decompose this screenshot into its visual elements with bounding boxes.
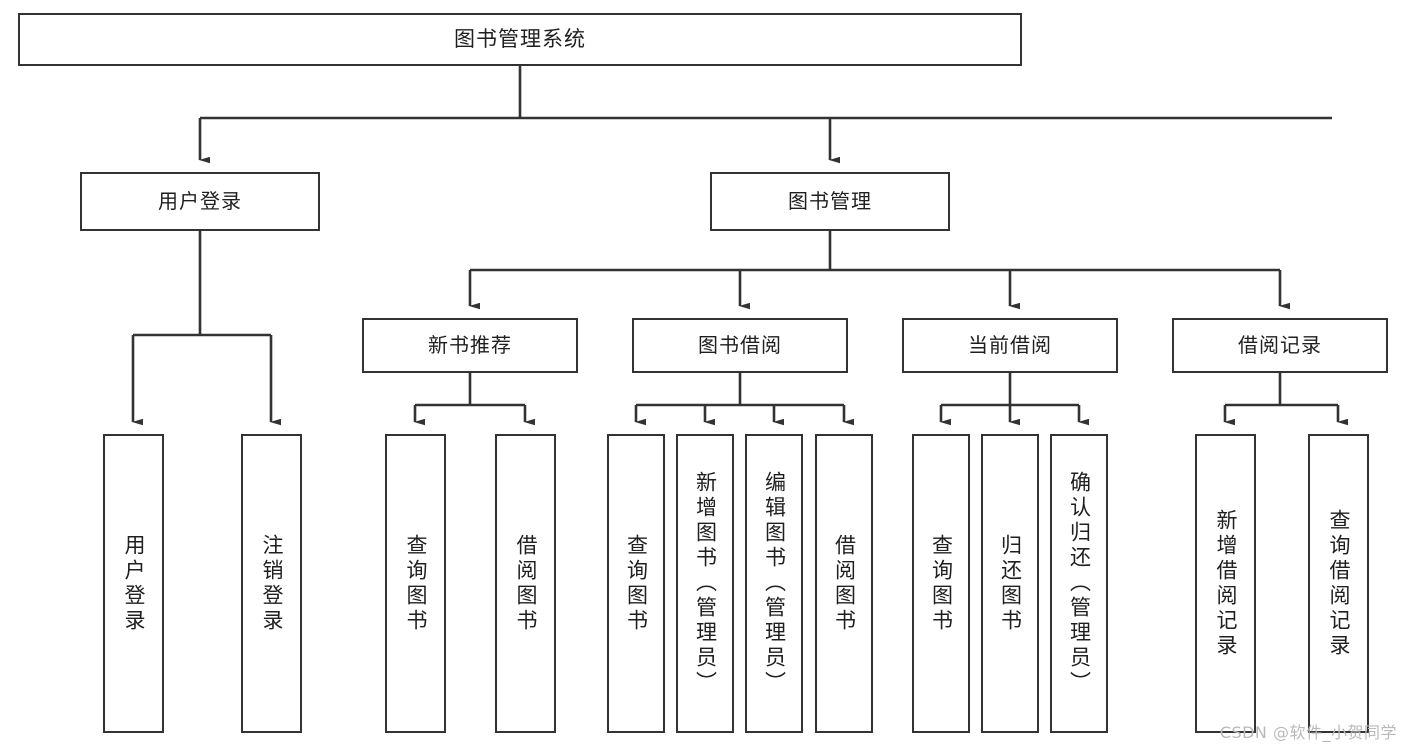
leaf-label: 注销登录 [260, 533, 284, 634]
leaf-label: 查询图书 [624, 533, 649, 634]
leaf-current-confirm-return-admin[interactable]: 确认归还（管理员） [1050, 434, 1108, 733]
leaf-borrow-borrow-book[interactable]: 借阅图书 [815, 434, 873, 733]
leaf-user-login-login[interactable]: 用户登录 [103, 434, 164, 733]
node-current-borrow[interactable]: 当前借阅 [902, 318, 1118, 373]
leaf-new-book-query[interactable]: 查询图书 [385, 434, 446, 733]
leaf-label: 借阅图书 [514, 533, 538, 634]
leaf-new-book-borrow[interactable]: 借阅图书 [495, 434, 556, 733]
node-root-system[interactable]: 图书管理系统 [18, 13, 1022, 66]
leaf-label: 新增借阅记录 [1214, 508, 1238, 659]
leaf-label: 查询图书 [404, 533, 428, 634]
leaf-record-add-record[interactable]: 新增借阅记录 [1195, 434, 1256, 733]
leaf-label: 归还图书 [998, 533, 1023, 634]
leaf-borrow-query-book[interactable]: 查询图书 [607, 434, 665, 733]
node-new-book-recommend[interactable]: 新书推荐 [362, 318, 578, 373]
node-label: 新书推荐 [428, 333, 512, 357]
leaf-record-query-record[interactable]: 查询借阅记录 [1308, 434, 1369, 733]
leaf-label: 编辑图书（管理员） [762, 471, 787, 696]
node-label: 图书管理 [788, 189, 872, 213]
node-book-management[interactable]: 图书管理 [710, 172, 950, 231]
leaf-borrow-add-book-admin[interactable]: 新增图书（管理员） [676, 434, 734, 733]
node-label: 当前借阅 [968, 333, 1052, 357]
node-book-borrow[interactable]: 图书借阅 [632, 318, 848, 373]
node-label: 图书管理系统 [454, 27, 586, 52]
leaf-user-login-logout[interactable]: 注销登录 [241, 434, 302, 733]
node-borrow-record[interactable]: 借阅记录 [1172, 318, 1388, 373]
node-label: 用户登录 [158, 189, 242, 213]
leaf-label: 确认归还（管理员） [1067, 471, 1092, 696]
node-label: 借阅记录 [1238, 333, 1322, 357]
csdn-watermark: CSDN @软件_小贺同学 [1219, 723, 1397, 742]
leaf-label: 查询图书 [929, 533, 954, 634]
leaf-current-query-book[interactable]: 查询图书 [912, 434, 970, 733]
leaf-label: 用户登录 [122, 533, 146, 634]
leaf-label: 借阅图书 [832, 533, 857, 634]
leaf-borrow-edit-book-admin[interactable]: 编辑图书（管理员） [745, 434, 803, 733]
leaf-label: 新增图书（管理员） [693, 471, 718, 696]
node-user-login[interactable]: 用户登录 [80, 172, 320, 231]
leaf-current-return-book[interactable]: 归还图书 [981, 434, 1039, 733]
leaf-label: 查询借阅记录 [1327, 508, 1351, 659]
node-label: 图书借阅 [698, 333, 782, 357]
